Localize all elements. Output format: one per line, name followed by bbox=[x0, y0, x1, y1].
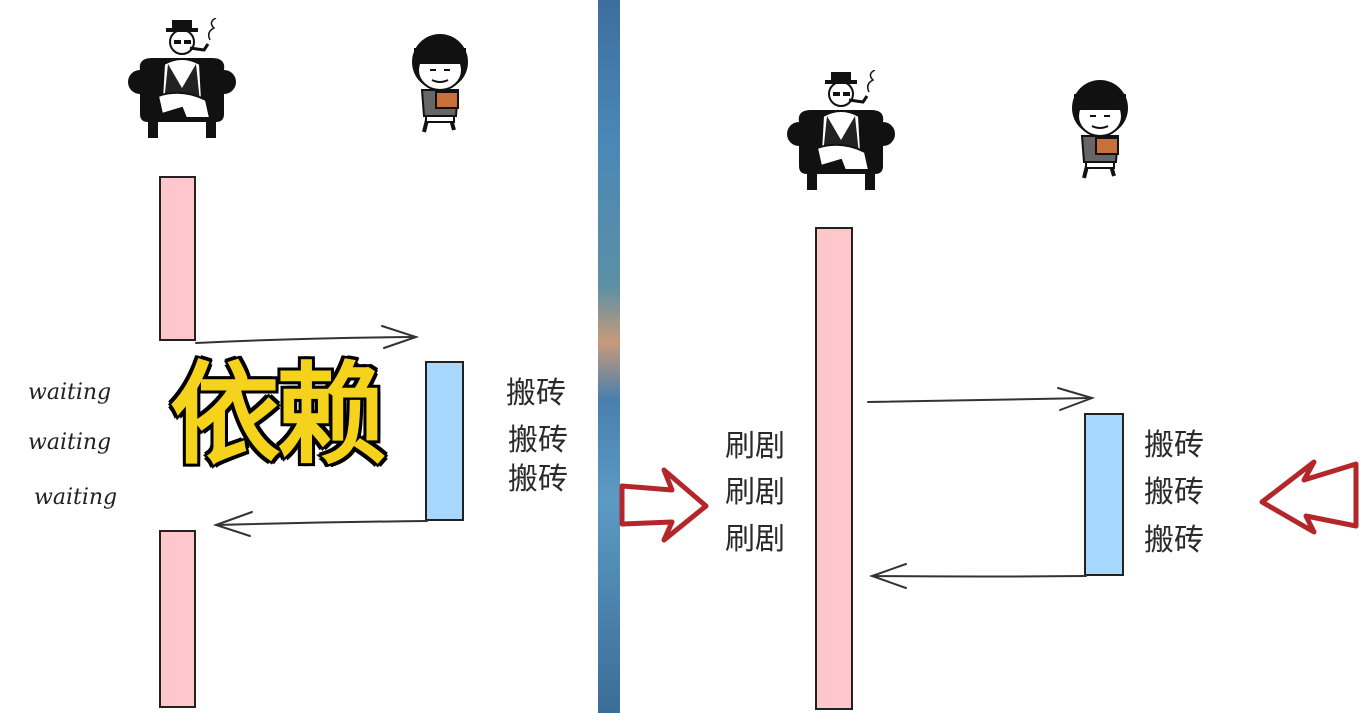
boss-in-armchair-icon bbox=[128, 18, 236, 138]
boss-activation-bar bbox=[815, 227, 853, 710]
boss-task-label: 刷剧 bbox=[725, 429, 785, 464]
dependency-caption: 依赖 bbox=[168, 351, 389, 479]
boss-task-label: 刷剧 bbox=[725, 475, 785, 510]
right-panel-async: 刷剧 刷剧 刷剧 搬砖 搬砖 搬砖 bbox=[620, 0, 1360, 713]
bowl-cut-worker-icon bbox=[412, 34, 468, 133]
worker-task-label: 搬砖 bbox=[1144, 428, 1204, 463]
panel-divider bbox=[598, 0, 620, 713]
worker-task-label: 搬砖 bbox=[1144, 475, 1204, 510]
boss-task-label: 刷剧 bbox=[725, 522, 785, 557]
worker-activation-bar bbox=[1084, 413, 1124, 576]
boss-activation-bar-bottom bbox=[159, 530, 196, 708]
worker-task-label: 搬砖 bbox=[508, 462, 568, 497]
worker-task-label: 搬砖 bbox=[1144, 523, 1204, 558]
waiting-label: waiting bbox=[28, 380, 112, 405]
worker-activation-bar bbox=[425, 361, 464, 521]
bowl-cut-worker-icon bbox=[1072, 80, 1128, 179]
worker-task-label: 搬砖 bbox=[508, 423, 568, 458]
boss-activation-bar-top bbox=[159, 176, 196, 341]
worker-task-label: 搬砖 bbox=[506, 376, 566, 411]
boss-in-armchair-icon bbox=[787, 70, 895, 190]
left-panel-sync: waiting waiting waiting 搬砖 搬砖 搬砖 依赖 bbox=[0, 0, 598, 713]
waiting-label: waiting bbox=[34, 485, 118, 510]
waiting-label: waiting bbox=[28, 430, 112, 455]
